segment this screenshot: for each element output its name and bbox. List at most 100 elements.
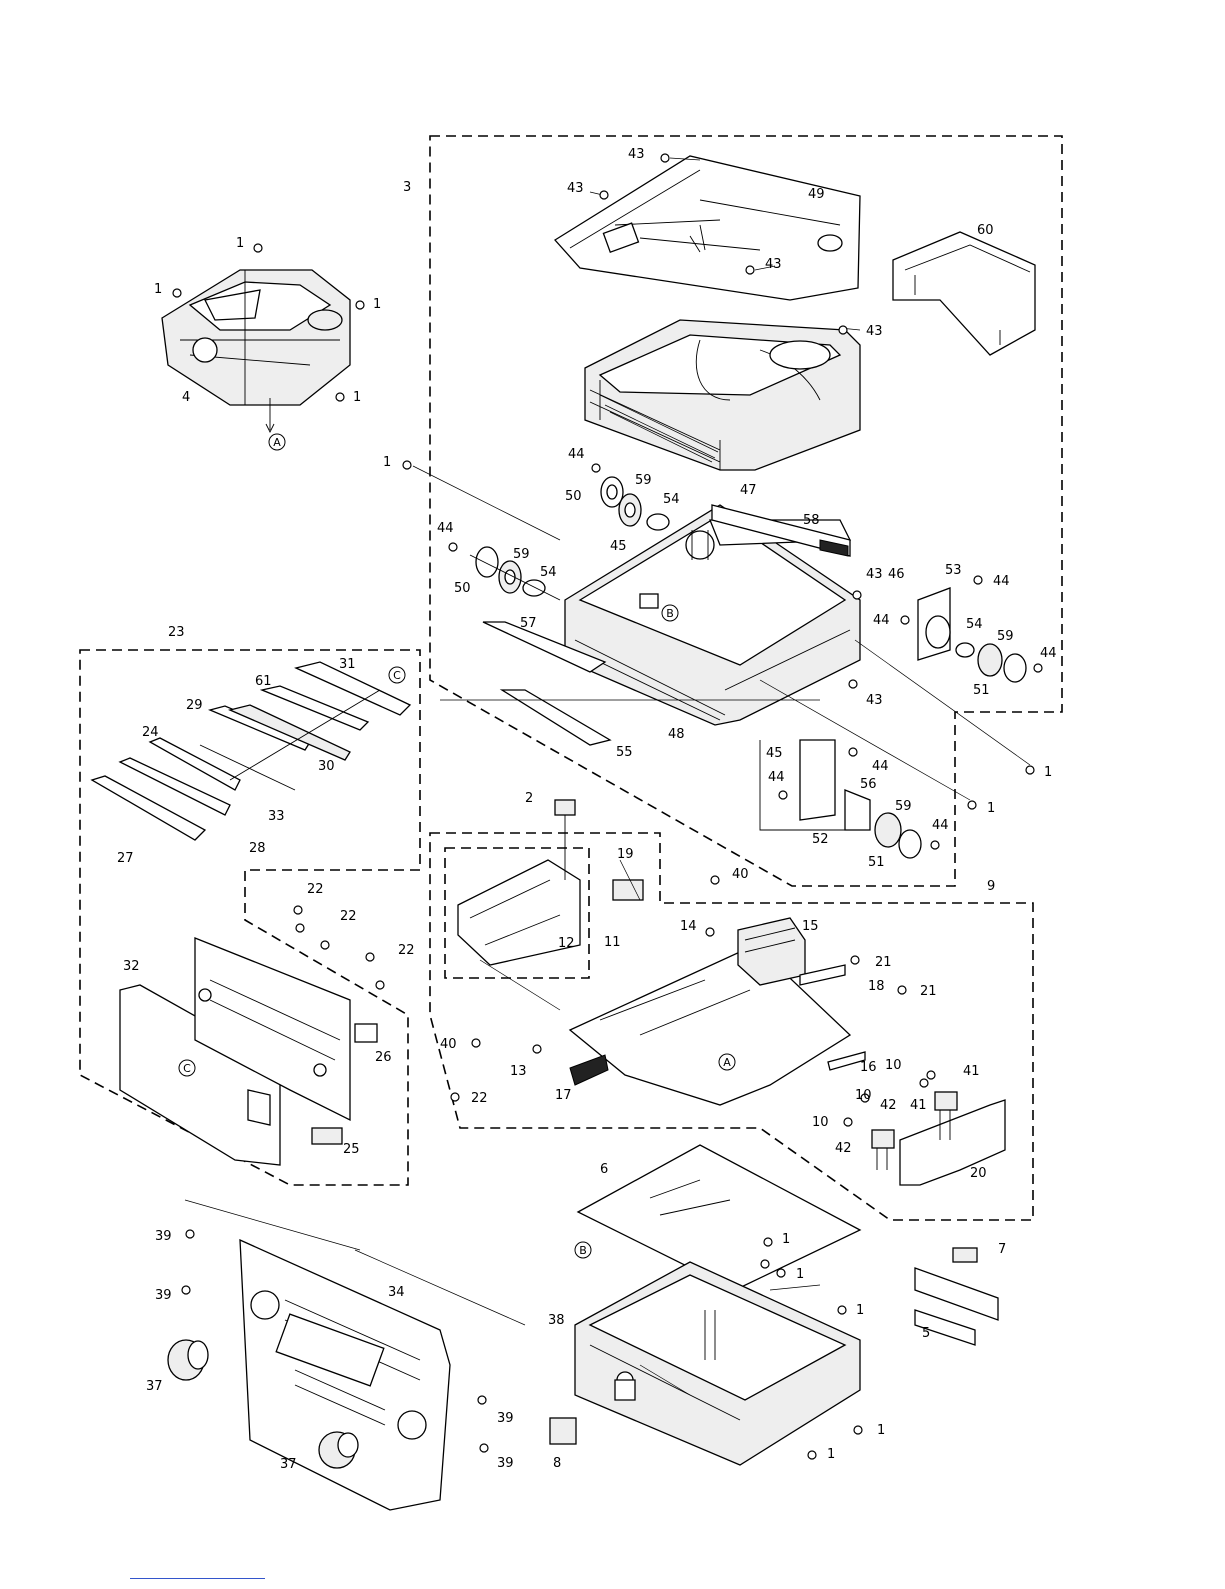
mechanism-4 <box>161 269 351 434</box>
page-underline <box>130 1578 265 1579</box>
pcb-11 <box>457 799 581 966</box>
callout: 61 <box>255 674 272 689</box>
callout: 25 <box>343 1142 360 1157</box>
callout: 56 <box>860 777 877 792</box>
callout: 22 <box>471 1091 488 1106</box>
callout: 44 <box>568 447 585 462</box>
callout: 10 <box>812 1115 829 1130</box>
callout: 32 <box>123 959 140 974</box>
callout: 33 <box>268 809 285 824</box>
callout: 16 <box>860 1060 877 1075</box>
callout: 3 <box>403 180 411 195</box>
strip-58 <box>711 504 851 557</box>
display-assembly <box>90 661 412 841</box>
callout: 52 <box>812 832 829 847</box>
chassis-48 <box>564 504 861 726</box>
front-panel-34 <box>239 1238 451 1511</box>
callout: 24 <box>142 725 159 740</box>
ref-marker-b-bottom: B <box>574 1241 592 1259</box>
callout: 50 <box>454 581 471 596</box>
callout: 22 <box>340 909 357 924</box>
callout: 34 <box>388 1285 405 1300</box>
callout: 42 <box>835 1141 852 1156</box>
callout: 21 <box>875 955 892 970</box>
callout: 45 <box>766 746 783 761</box>
callout: 40 <box>440 1037 457 1052</box>
callout: 1 <box>236 236 244 251</box>
ref-marker-c-bottom: C <box>178 1059 196 1077</box>
callout: 40 <box>732 867 749 882</box>
callout: 41 <box>963 1064 980 1079</box>
callout: 39 <box>497 1411 514 1426</box>
damper-set-lower <box>469 546 561 601</box>
callout: 49 <box>808 187 825 202</box>
callout: 44 <box>993 574 1010 589</box>
callout: 37 <box>280 1457 297 1472</box>
callout: 19 <box>617 847 634 862</box>
callout: 1 <box>987 801 995 816</box>
callout: 2 <box>525 791 533 806</box>
callout: 43 <box>628 147 645 162</box>
callout: 39 <box>155 1288 172 1303</box>
callout: 50 <box>565 489 582 504</box>
svg-text:C: C <box>393 669 401 682</box>
callout: 15 <box>802 919 819 934</box>
cover-60 <box>892 231 1036 356</box>
callout: 14 <box>680 919 697 934</box>
callout: 1 <box>154 282 162 297</box>
callout: 43 <box>765 257 782 272</box>
group-11-boundary <box>444 847 590 979</box>
callout: 37 <box>146 1379 163 1394</box>
group-9-boundary <box>429 832 1034 1221</box>
callout: 10 <box>855 1088 872 1103</box>
bracket-53-assembly <box>917 587 1027 683</box>
callout: 46 <box>888 567 905 582</box>
callout: 51 <box>868 855 885 870</box>
callout: 47 <box>740 483 757 498</box>
callout: 43 <box>567 181 584 196</box>
callout: 1 <box>1044 765 1052 780</box>
callout: 29 <box>186 698 203 713</box>
bracket-20 <box>871 1091 1006 1186</box>
callout: 4 <box>182 390 190 405</box>
callout: 54 <box>540 565 557 580</box>
main-pcb-9 <box>568 879 866 1106</box>
callout: 13 <box>510 1064 527 1079</box>
ref-marker-a-bottom: A <box>718 1053 736 1071</box>
damper-set-upper <box>600 476 670 531</box>
cd-mechanism-chassis <box>584 319 861 471</box>
callout: 1 <box>373 297 381 312</box>
callout: 55 <box>616 745 633 760</box>
callout: 58 <box>803 513 820 528</box>
callout: 22 <box>398 943 415 958</box>
callout: 1 <box>856 1303 864 1318</box>
callout: 22 <box>307 882 324 897</box>
group-3-boundary <box>429 135 1063 887</box>
callout: 44 <box>1040 646 1057 661</box>
callout: 43 <box>866 324 883 339</box>
bracket-56-assembly <box>759 739 922 859</box>
callout: 7 <box>998 1242 1006 1257</box>
callout: 44 <box>768 770 785 785</box>
callout: 1 <box>827 1447 835 1462</box>
callout: 28 <box>249 841 266 856</box>
bracket-5 <box>914 1247 999 1346</box>
callout: 59 <box>635 473 652 488</box>
bottom-plate-6 <box>576 1144 862 1291</box>
callout: 17 <box>555 1088 572 1103</box>
callout: 21 <box>920 984 937 999</box>
callout: 44 <box>437 521 454 536</box>
callout: 1 <box>796 1267 804 1282</box>
callout: 44 <box>932 818 949 833</box>
svg-text:B: B <box>666 607 674 620</box>
callout: 5 <box>922 1326 930 1341</box>
knob-37-left <box>167 1339 209 1381</box>
strip-55 <box>499 689 612 746</box>
callout: 6 <box>600 1162 608 1177</box>
callout: 39 <box>155 1229 172 1244</box>
callout: 11 <box>604 935 621 950</box>
callout: 43 <box>866 567 883 582</box>
callout: 31 <box>339 657 356 672</box>
callout: 12 <box>558 936 575 951</box>
